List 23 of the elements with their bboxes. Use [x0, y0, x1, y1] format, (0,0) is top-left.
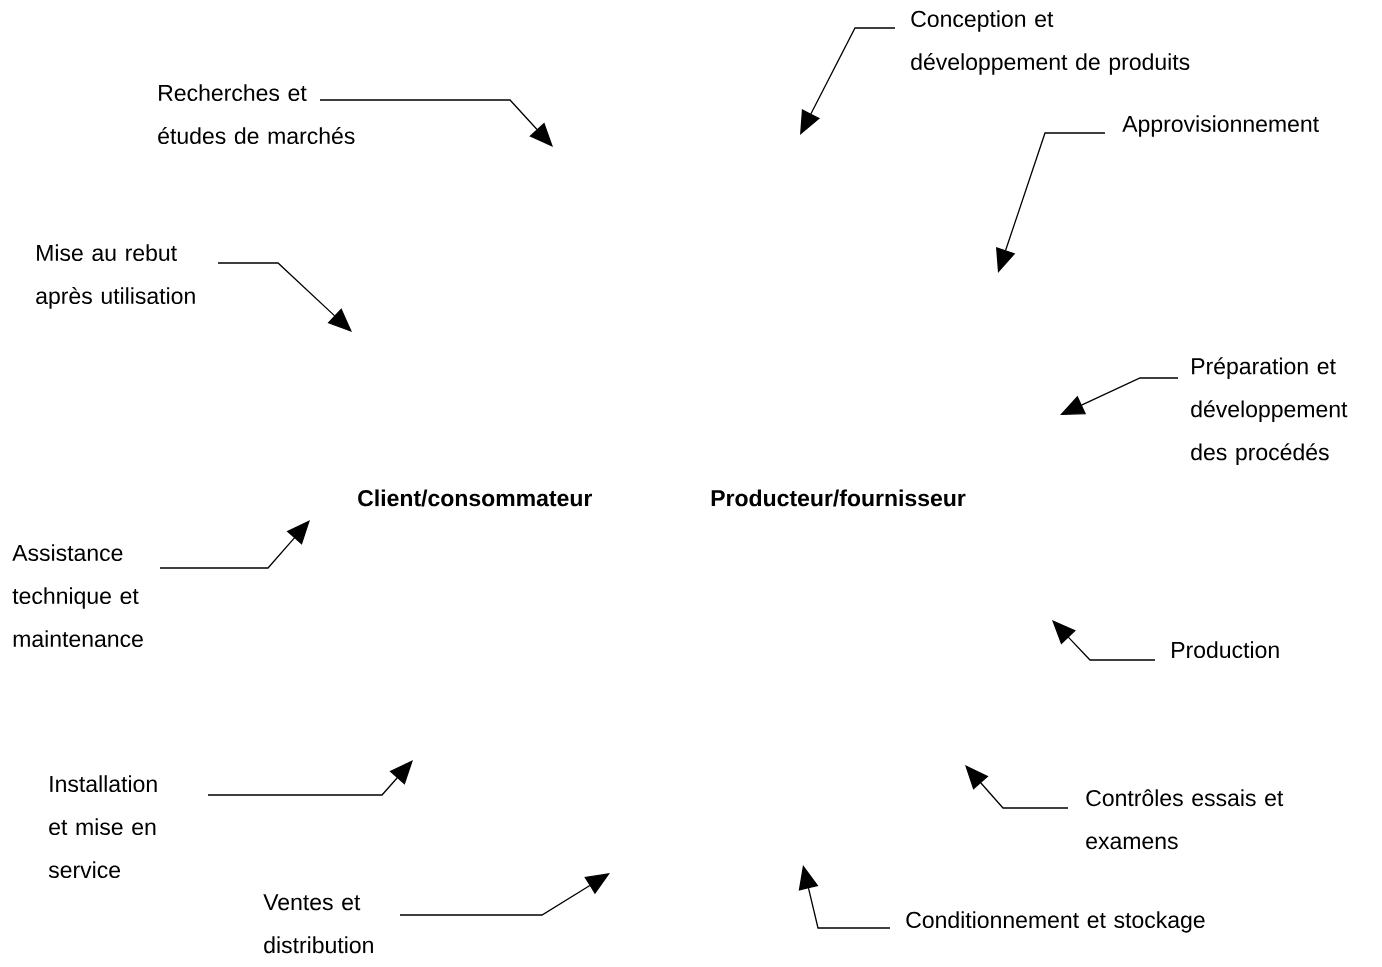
party-label: Client/consommateur — [358, 489, 592, 507]
step-label: Assistance technique et maintenance — [12, 544, 143, 648]
step-label: Préparation et développement des procédés — [1191, 357, 1348, 465]
step-label: Conditionnement et stockage — [906, 911, 1205, 933]
step-label: Approvisionnement — [1122, 115, 1319, 137]
arrow — [1052, 620, 1156, 661]
party-label: Producteur/fournisseur — [711, 489, 966, 507]
arrow — [399, 873, 610, 916]
step-label: Mise au rebut après utilisation — [36, 244, 195, 309]
step-label: Ventes et distribution — [263, 894, 373, 954]
arrow — [319, 99, 553, 147]
arrow — [965, 765, 1069, 809]
step-label: Contrôles essais et examens — [1086, 789, 1284, 850]
step-label: Installation et mise en service — [48, 775, 157, 879]
arrow — [207, 760, 413, 796]
step-label: Conception et développement de produits — [911, 10, 1190, 75]
arrow — [1060, 377, 1179, 415]
arrow — [159, 520, 310, 569]
step-label: Recherches et études de marchés — [158, 84, 355, 145]
arrow — [217, 262, 352, 332]
arrow — [996, 132, 1106, 273]
arrow — [800, 27, 896, 135]
step-label: Production — [1172, 641, 1279, 659]
